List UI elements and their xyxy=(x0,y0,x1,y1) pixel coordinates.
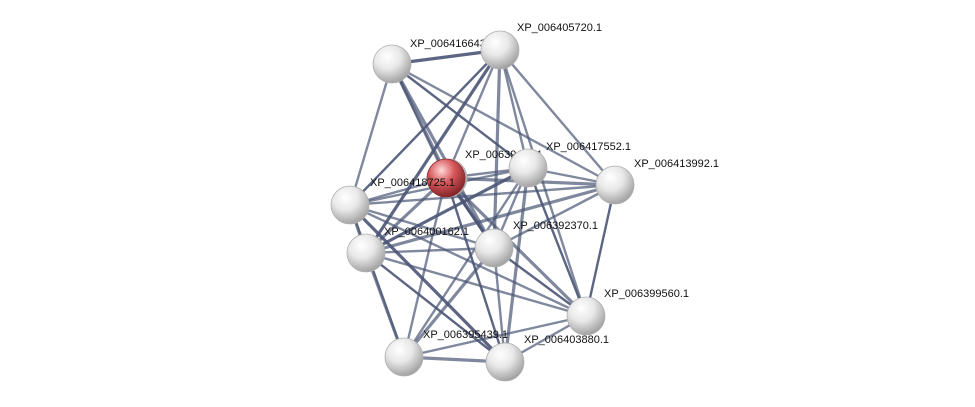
protein-node[interactable] xyxy=(372,44,412,84)
edge-n1-n4 xyxy=(498,48,617,187)
edge-n0-n2 xyxy=(390,62,450,180)
edge-n1-n6 xyxy=(348,48,502,207)
node-n3[interactable]: XP_006417552.1 xyxy=(508,141,631,188)
node-label: XP_006405720.1 xyxy=(517,22,602,34)
edge-n7-n9 xyxy=(364,251,588,318)
edge-n1-n5 xyxy=(444,48,502,180)
edge-n6-n11 xyxy=(348,203,507,364)
node-label: XP_006400162.1 xyxy=(384,226,469,238)
node-n5[interactable]: XP_006418725.1 xyxy=(370,158,466,198)
edge-n3-n7 xyxy=(364,166,530,255)
node-n0[interactable]: XP_006416643.1 xyxy=(372,38,495,84)
protein-node[interactable] xyxy=(384,337,424,377)
protein-node[interactable] xyxy=(566,296,606,336)
node-label: XP_006399560.1 xyxy=(604,288,689,300)
node-n11[interactable]: XP_006403880.1 xyxy=(485,334,609,382)
node-n9[interactable]: XP_006399560.1 xyxy=(566,288,689,336)
edge-n7-n8 xyxy=(364,246,496,255)
node-label: XP_006418725.1 xyxy=(370,177,455,189)
protein-node[interactable] xyxy=(485,342,525,382)
edge-n1-n7 xyxy=(364,48,502,255)
edge-n6-n8 xyxy=(348,203,496,250)
node-n6[interactable] xyxy=(330,185,370,225)
edge-n4-n7 xyxy=(364,183,617,255)
edge-n0-n3 xyxy=(390,62,530,170)
protein-node[interactable] xyxy=(346,233,386,273)
node-label: XP_006403880.1 xyxy=(524,334,609,346)
node-n10[interactable]: XP_006395439.1 xyxy=(384,329,508,377)
edge-n8-n10 xyxy=(402,246,496,359)
edge-n1-n8 xyxy=(492,48,502,250)
edge-n6-n9 xyxy=(348,203,588,318)
edge-n1-n3 xyxy=(498,48,530,170)
protein-node[interactable] xyxy=(508,148,548,188)
edge-n4-n8 xyxy=(492,183,617,250)
edge-n4-n9 xyxy=(584,183,617,318)
protein-node[interactable] xyxy=(330,185,370,225)
edge-n10-n9 xyxy=(402,314,588,359)
node-n1[interactable]: XP_006405720.1 xyxy=(480,22,602,70)
edge-n3-n9 xyxy=(526,166,588,318)
edge-n5-n10 xyxy=(402,176,448,359)
node-label: XP_006417552.1 xyxy=(546,141,631,153)
query-protein-node[interactable] xyxy=(426,158,466,198)
edge-n0-n4 xyxy=(390,62,617,187)
node-n8[interactable]: XP_006392370.1 xyxy=(474,220,598,268)
node-label: XP_006392370.1 xyxy=(513,220,598,232)
node-n7[interactable]: XP_006400162.1 xyxy=(346,226,469,273)
protein-node[interactable] xyxy=(474,228,514,268)
edge-n3-n10 xyxy=(402,166,530,359)
protein-node[interactable] xyxy=(595,165,635,205)
edge-n7-n11 xyxy=(364,251,507,364)
edge-n5-n9 xyxy=(444,176,588,318)
node-label: XP_006413992.1 xyxy=(634,158,719,170)
edge-n0-n6 xyxy=(348,62,394,207)
node-label: XP_006416643.1 xyxy=(410,38,495,50)
edge-n0-n8 xyxy=(390,62,496,250)
protein-node[interactable] xyxy=(480,30,520,70)
node-label: XP_006395439.1 xyxy=(423,329,508,341)
node-n4[interactable]: XP_006413992.1 xyxy=(595,158,719,205)
nodes-layer: XP_006416643.1XP_006405720.1XP_00639…0.1… xyxy=(330,22,719,382)
edge-n4-n6 xyxy=(348,183,617,207)
